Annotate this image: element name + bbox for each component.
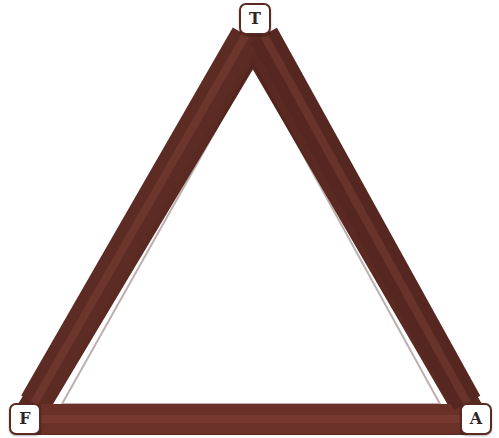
triangle-side [41,404,460,434]
triangle-side [264,35,467,403]
vertex-label: F [19,411,30,427]
side-highlight [41,415,460,423]
vertex-label: A [470,411,482,427]
vertex-label: T [249,11,261,27]
vertex-label-box: T [239,3,271,35]
triangle-side [34,35,246,403]
side-highlight [34,35,246,403]
vertex-label-box: F [9,403,41,435]
side-highlight [264,35,467,403]
triangle-body [26,40,474,420]
vertex-label-box: A [460,403,492,435]
